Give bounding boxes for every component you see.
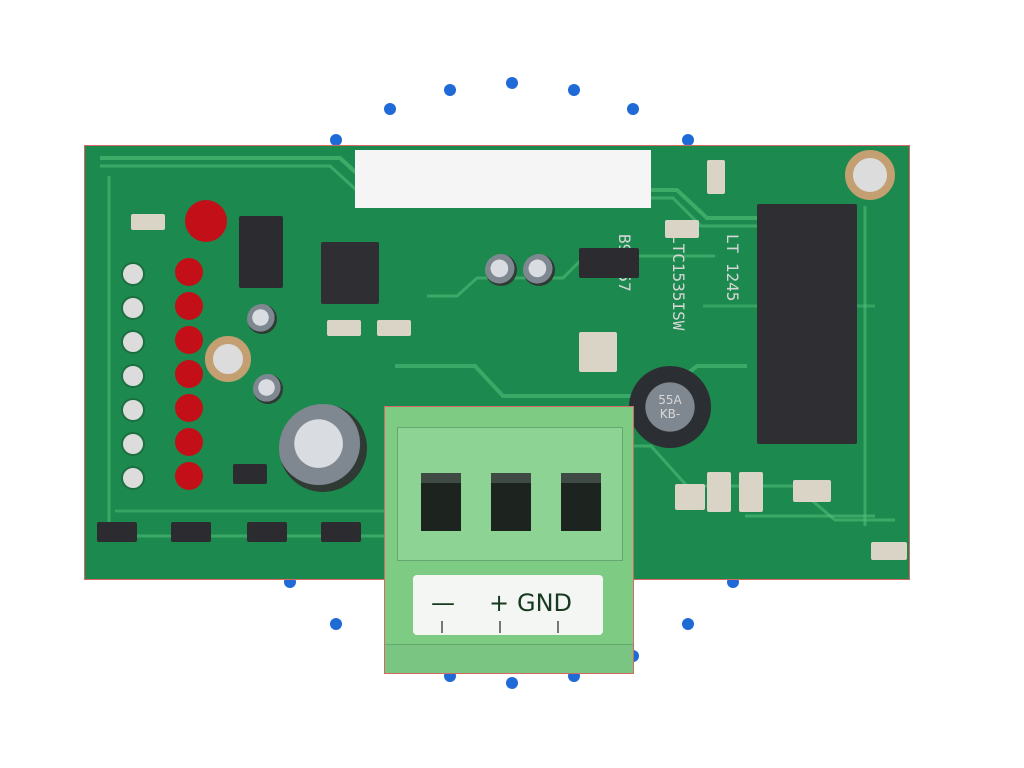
status-led (175, 428, 203, 456)
capacitor-small (247, 304, 277, 334)
terminal-tick (557, 621, 559, 633)
resistor (579, 332, 617, 372)
capacitor-small (253, 374, 283, 404)
terminal-tick (441, 621, 443, 633)
terminal-slot-gnd (561, 473, 601, 531)
resistor (707, 160, 725, 194)
resistor (327, 320, 361, 336)
transistor (321, 522, 361, 542)
blue-dot (568, 84, 580, 96)
inductor: 55A KB- (629, 366, 711, 448)
resistor (665, 220, 699, 238)
status-led-large (185, 200, 227, 242)
resistor (739, 472, 763, 512)
solder-pad (121, 330, 145, 354)
pcb-board: LT 1245 LTC1535ISW B94657 (84, 145, 910, 580)
capacitor-small (485, 254, 517, 286)
inductor-line-2: KB- (659, 407, 681, 421)
terminal-block: — + GND (384, 406, 634, 674)
small-ic-chip (321, 242, 379, 304)
blue-dot (330, 134, 342, 146)
resistor (793, 480, 831, 502)
terminal-slot-plus (491, 473, 531, 531)
status-led (175, 394, 203, 422)
status-led (175, 462, 203, 490)
resistor (707, 472, 731, 512)
chip-line-1: LT 1245 (723, 234, 742, 302)
terminal-tick (499, 621, 501, 633)
transistor (171, 522, 211, 542)
mounting-hole (205, 336, 251, 382)
transistor (97, 522, 137, 542)
diode-component (239, 216, 283, 288)
solder-pad (121, 398, 145, 422)
blue-dot (627, 103, 639, 115)
mounting-hole (845, 150, 895, 200)
inductor-line-1: 55A (658, 393, 682, 407)
solder-pad (121, 262, 145, 286)
blue-dot (444, 84, 456, 96)
capacitor (279, 404, 367, 492)
status-led (175, 292, 203, 320)
white-label-area (355, 150, 651, 208)
blue-dot (682, 134, 694, 146)
solder-pad (121, 466, 145, 490)
resistor (377, 320, 411, 336)
blue-dot (682, 618, 694, 630)
blue-dot (330, 618, 342, 630)
surface-mount-component (579, 248, 639, 278)
status-led (175, 360, 203, 388)
status-led (175, 258, 203, 286)
transistor (247, 522, 287, 542)
resistor (131, 214, 165, 230)
solder-pad (121, 364, 145, 388)
terminal-label-plus: + (489, 589, 510, 617)
resistor (871, 542, 907, 560)
status-led (175, 326, 203, 354)
terminal-legend: — + GND (413, 575, 603, 635)
solder-pad (121, 432, 145, 456)
terminal-slot-minus (421, 473, 461, 531)
terminal-label-minus: — (431, 589, 455, 617)
capacitor-small (523, 254, 555, 286)
terminal-label-gnd: GND (517, 589, 573, 617)
terminal-base (385, 644, 633, 673)
main-ic-chip: LT 1245 LTC1535ISW B94657 (615, 204, 857, 444)
transistor (233, 464, 267, 484)
blue-dot (506, 77, 518, 89)
resistor (675, 484, 705, 510)
solder-pad (121, 296, 145, 320)
blue-dot (384, 103, 396, 115)
blue-dot (506, 677, 518, 689)
